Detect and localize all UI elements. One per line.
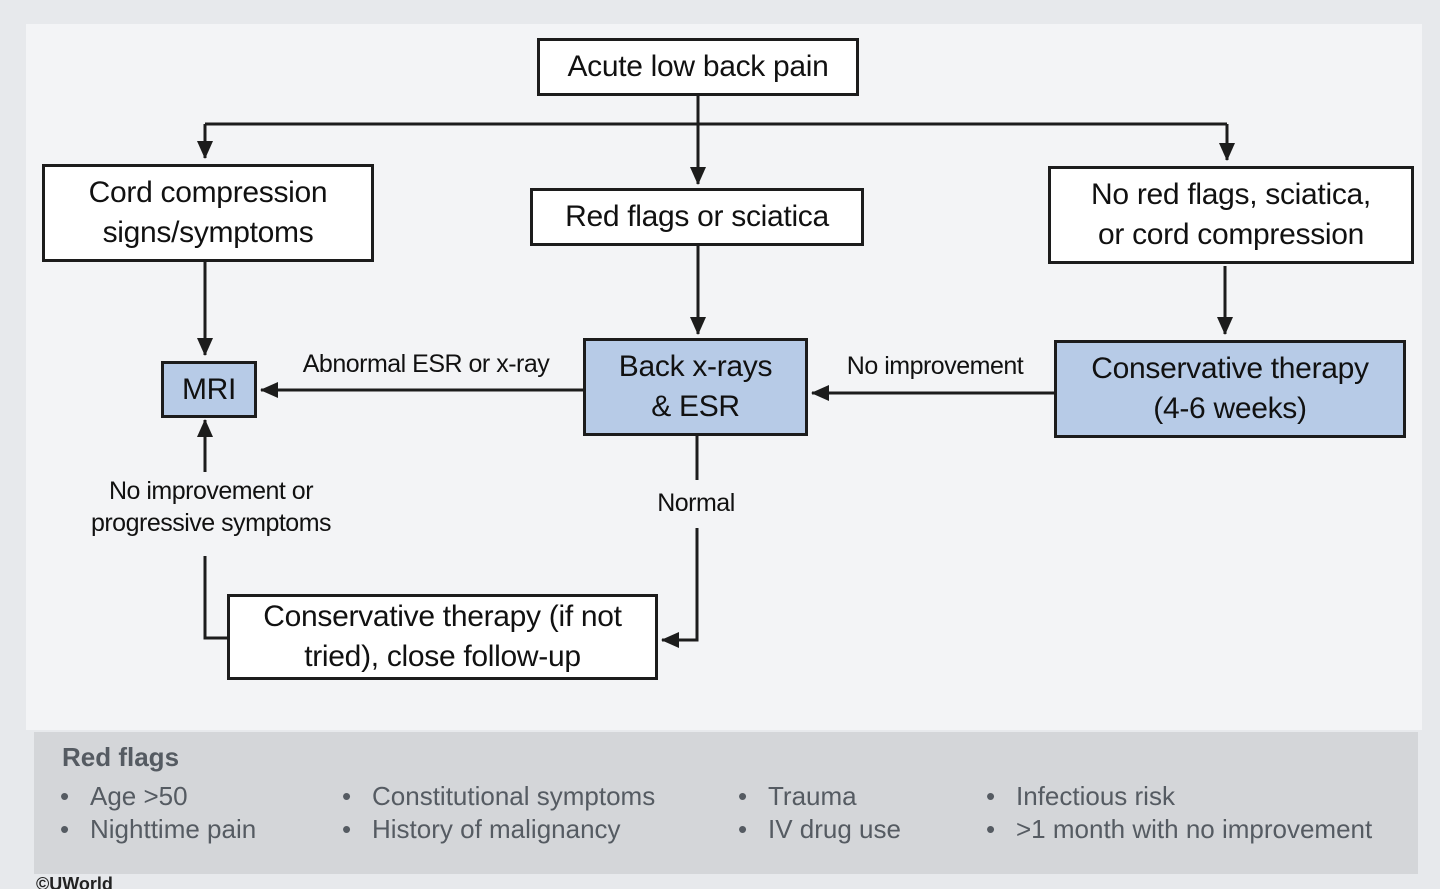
legend-item-constitutional: Constitutional symptoms	[342, 780, 655, 813]
legend-item-malignancy: History of malignancy	[342, 813, 655, 846]
connector-followup-to-progressive	[203, 556, 227, 640]
node-no-red-flags: No red flags, sciatica, or cord compress…	[1048, 166, 1414, 264]
legend-item-iv-drug-use: IV drug use	[738, 813, 901, 846]
node-mri: MRI	[161, 361, 257, 418]
legend-item-trauma: Trauma	[738, 780, 901, 813]
node-conservative-followup: Conservative therapy (if not tried), clo…	[227, 594, 658, 680]
arrow-normal-to-followup	[661, 528, 699, 648]
node-acute-low-back-pain: Acute low back pain	[537, 38, 859, 96]
legend-item-no-improvement-month: >1 month with no improvement	[986, 813, 1372, 846]
edge-label-progressive-symptoms: No improvement or progressive symptoms	[90, 477, 332, 537]
legend-column-2: Constitutional symptoms History of malig…	[342, 780, 655, 846]
legend-item-infectious-risk: Infectious risk	[986, 780, 1372, 813]
edge-label-normal: Normal	[657, 489, 735, 517]
legend-column-3: Trauma IV drug use	[738, 780, 901, 846]
legend-column-4: Infectious risk >1 month with no improve…	[986, 780, 1372, 846]
red-flags-legend: Red flags Age >50 Nighttime pain Constit…	[34, 732, 1418, 874]
edge-label-abnormal-esr-xray: Abnormal ESR or x-ray	[302, 350, 550, 378]
node-red-flags-or-sciatica: Red flags or sciatica	[530, 188, 864, 246]
legend-title: Red flags	[62, 742, 180, 772]
legend-item-age: Age >50	[60, 780, 256, 813]
node-back-xrays-esr: Back x-rays & ESR	[583, 338, 808, 436]
node-conservative-therapy: Conservative therapy (4-6 weeks)	[1054, 340, 1406, 438]
legend-item-nighttime-pain: Nighttime pain	[60, 813, 256, 846]
edge-label-no-improvement: No improvement	[846, 352, 1024, 380]
legend-column-1: Age >50 Nighttime pain	[60, 780, 256, 846]
node-cord-compression: Cord compression signs/symptoms	[42, 164, 374, 262]
source-credit: ©UWorld	[36, 874, 113, 889]
